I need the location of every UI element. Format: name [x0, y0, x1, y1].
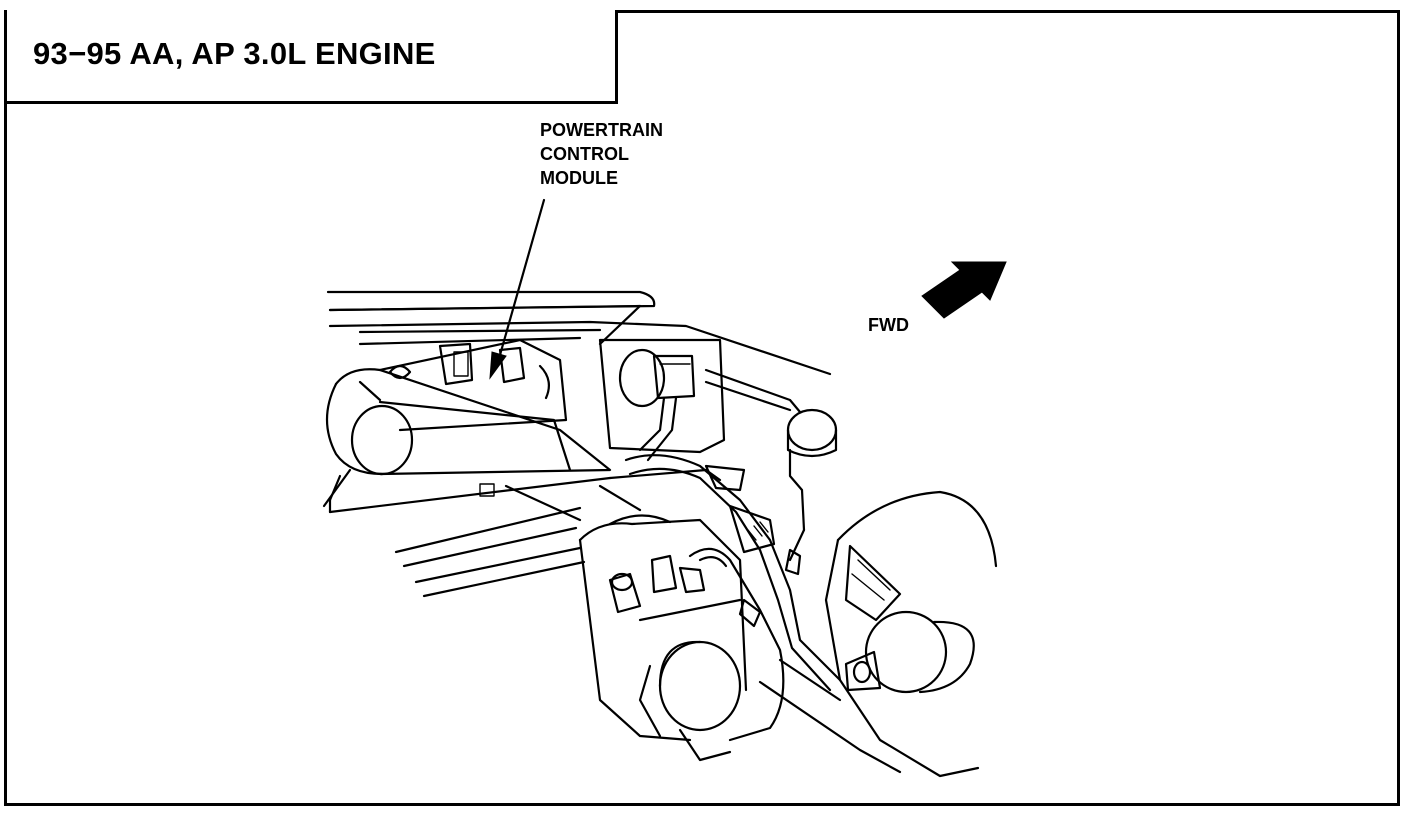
pcm-label-line-3: MODULE	[540, 168, 618, 188]
brake-fluid-reservoir	[598, 338, 726, 462]
strut-brace	[328, 368, 802, 514]
pcm-callout-label: POWERTRAIN CONTROL MODULE	[540, 118, 663, 190]
diagram-frame	[4, 10, 1400, 806]
pcm-leader-arrow-icon	[489, 198, 546, 380]
pcm-label-line-2: CONTROL	[540, 144, 629, 164]
pcm-label-line-1: POWERTRAIN	[540, 120, 663, 140]
master-cylinder-assembly	[578, 514, 748, 762]
brake-booster	[758, 490, 998, 778]
cowl-panel	[326, 290, 832, 376]
coolant-reservoir	[786, 408, 838, 562]
fwd-label: FWD	[868, 315, 909, 335]
title-box: 93−95 AA, AP 3.0L ENGINE	[4, 10, 618, 104]
air-intake-tube	[322, 368, 612, 508]
forward-arrow-icon	[921, 261, 1007, 319]
powertrain-control-module	[378, 338, 568, 432]
frame-rail	[394, 484, 642, 598]
wiring-harness	[624, 454, 842, 742]
diagram-title: 93−95 AA, AP 3.0L ENGINE	[33, 36, 436, 71]
